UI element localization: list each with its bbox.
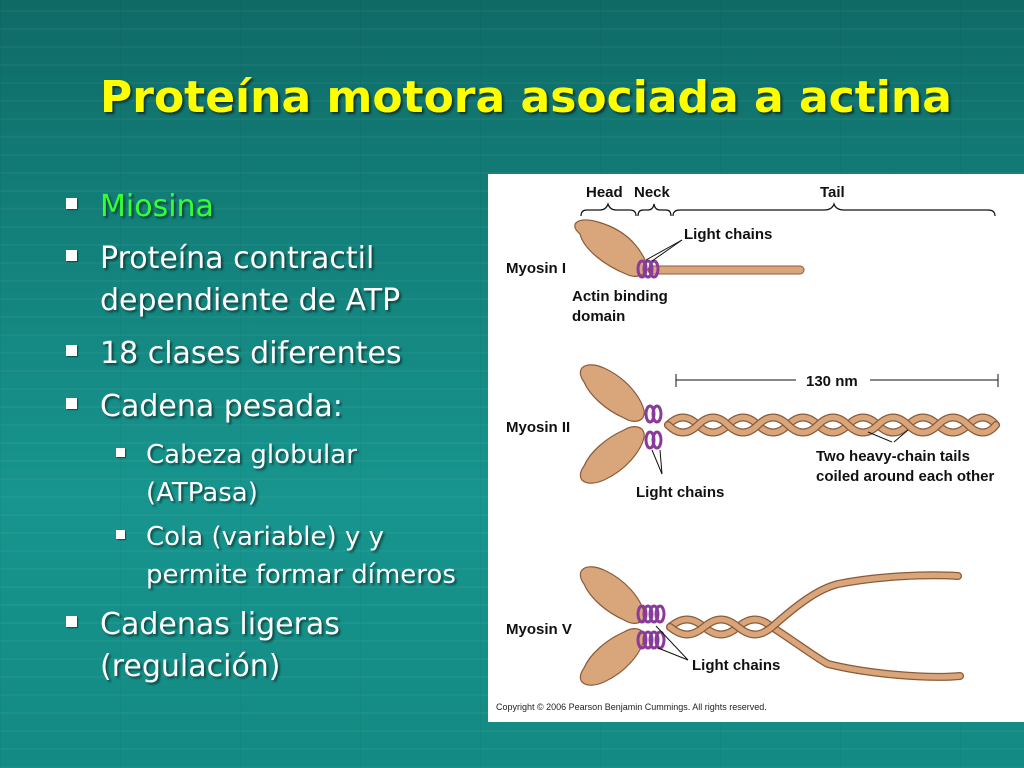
leader-line	[655, 625, 689, 661]
label-tail: Tail	[820, 184, 845, 201]
myosin-5-tail-b-outline	[666, 571, 962, 639]
label-myosin-2: Myosin II	[506, 419, 570, 436]
leader-line	[651, 239, 683, 262]
label-light-chains-3: Light chains	[692, 657, 780, 674]
leader-line	[645, 239, 683, 261]
myosin-diagram: Head Neck Tail Myosin I Light chains Act…	[496, 184, 1000, 712]
label-heavy-chain-2: coiled around each other	[816, 468, 995, 485]
bullet-text: Cabeza globular	[146, 440, 357, 470]
bullet-text: Cadena pesada:	[100, 389, 343, 424]
bullet-marker	[66, 250, 77, 261]
bullet-item-miosina: Miosina	[66, 186, 214, 228]
leader-line	[893, 429, 909, 443]
tail-brace	[672, 202, 996, 217]
bullet-text: permite formar dímeros	[146, 560, 456, 590]
label-heavy-chain-1: Two heavy-chain tails	[816, 448, 970, 465]
bullet-item-cola: Cola (variable) y y permite formar dímer…	[116, 518, 456, 594]
bullet-text: dependiente de ATP	[100, 283, 401, 318]
label-myosin-5: Myosin V	[506, 621, 572, 638]
label-actin-binding: Actin binding	[572, 288, 668, 305]
label-myosin-1: Myosin I	[506, 260, 566, 277]
myosin-1-head	[574, 219, 648, 277]
bullet-marker	[66, 345, 77, 356]
bullet-text: Miosina	[100, 189, 214, 224]
copyright-text: Copyright © 2006 Pearson Benjamin Cummin…	[496, 702, 767, 712]
neck-brace	[637, 203, 672, 217]
bullet-marker	[116, 530, 125, 539]
myosin-5-head-top	[579, 566, 645, 624]
bullet-item-cabeza: Cabeza globular (ATPasa)	[116, 436, 357, 512]
myosin-2-head-top	[579, 364, 645, 422]
myosin-1-tail	[647, 265, 805, 275]
label-130-nm: 130 nm	[806, 373, 858, 390]
leader-line	[657, 647, 689, 661]
label-neck: Neck	[634, 184, 671, 201]
myosin-5-light-chains	[636, 604, 666, 650]
bullet-item-contractil: Proteína contractil dependiente de ATP	[66, 238, 401, 322]
myosin-2-tail-strand-b	[665, 414, 999, 436]
myosin-2-head-bottom	[579, 426, 645, 484]
label-light-chains-2: Light chains	[636, 484, 724, 501]
myosin-1-light-chains	[636, 259, 660, 279]
label-domain: domain	[572, 308, 625, 325]
myosin-5-tail-b	[667, 572, 961, 638]
bullet-marker	[66, 398, 77, 409]
bullet-text: (regulación)	[100, 649, 281, 684]
bullet-marker	[66, 616, 77, 627]
bullet-marker	[66, 198, 77, 209]
head-brace	[580, 202, 637, 217]
bullet-text: Cola (variable) y y	[146, 522, 384, 552]
myosin-figure: Head Neck Tail Myosin I Light chains Act…	[488, 174, 1024, 722]
bullet-marker	[116, 448, 125, 457]
myosin-2-light-chains	[644, 404, 663, 450]
bullet-text: Proteína contractil	[100, 241, 375, 276]
label-light-chains-1: Light chains	[684, 226, 772, 243]
bullet-item-cadena-pesada: Cadena pesada:	[66, 386, 343, 428]
bullet-text: (ATPasa)	[146, 478, 258, 508]
slide-title: Proteína motora asociada a actina	[100, 72, 952, 123]
bullet-text: 18 clases diferentes	[100, 336, 402, 371]
bullet-item-cadenas-ligeras: Cadenas ligeras (regulación)	[66, 604, 340, 688]
leader-line	[651, 449, 663, 475]
leader-line	[659, 449, 663, 475]
myosin-5-head-bottom	[579, 628, 645, 686]
label-head: Head	[586, 184, 623, 201]
leader-line	[867, 431, 893, 443]
bullet-item-clases: 18 clases diferentes	[66, 333, 402, 375]
bullet-text: Cadenas ligeras	[100, 607, 340, 642]
